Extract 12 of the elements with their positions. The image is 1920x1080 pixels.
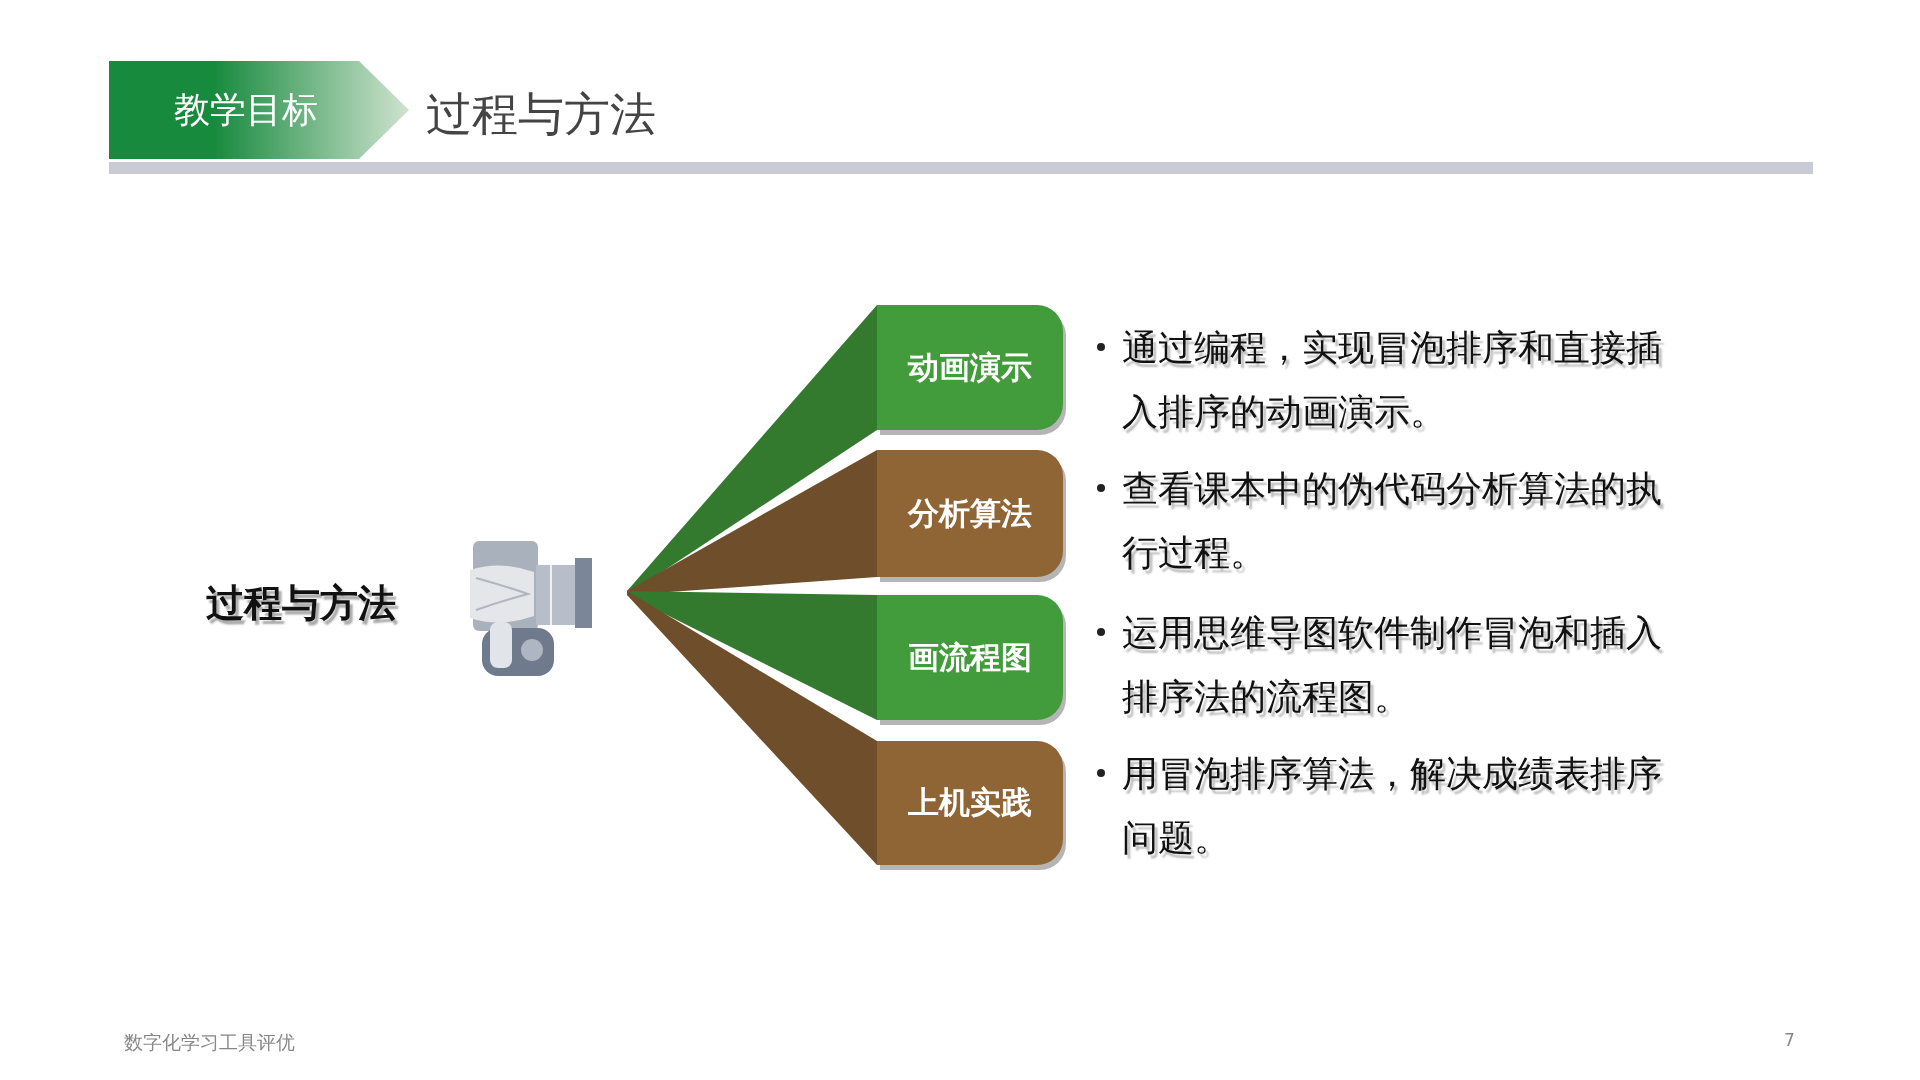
footer-text: 数字化学习工具评优 bbox=[124, 1030, 295, 1055]
bullet-text: 查看课本中的伪代码分析算法的执行过程。 bbox=[1122, 467, 1663, 575]
side-heading: 过程与方法 bbox=[206, 580, 396, 627]
wedge-connector bbox=[627, 591, 877, 865]
heading-tab: 教学目标 bbox=[109, 61, 409, 159]
bullet-text: 运用思维导图软件制作冒泡和插入排序法的流程图。 bbox=[1122, 611, 1663, 719]
wedge-connector bbox=[627, 591, 877, 720]
wedge-connector bbox=[627, 450, 877, 595]
bullet-text: 通过编程，实现冒泡排序和直接插入排序的动画演示。 bbox=[1122, 326, 1663, 434]
page-number: 7 bbox=[1784, 1030, 1795, 1050]
bullet-text: 用冒泡排序算法，解决成绩表排序问题。 bbox=[1122, 752, 1663, 860]
slide-title: 过程与方法 bbox=[426, 86, 656, 143]
